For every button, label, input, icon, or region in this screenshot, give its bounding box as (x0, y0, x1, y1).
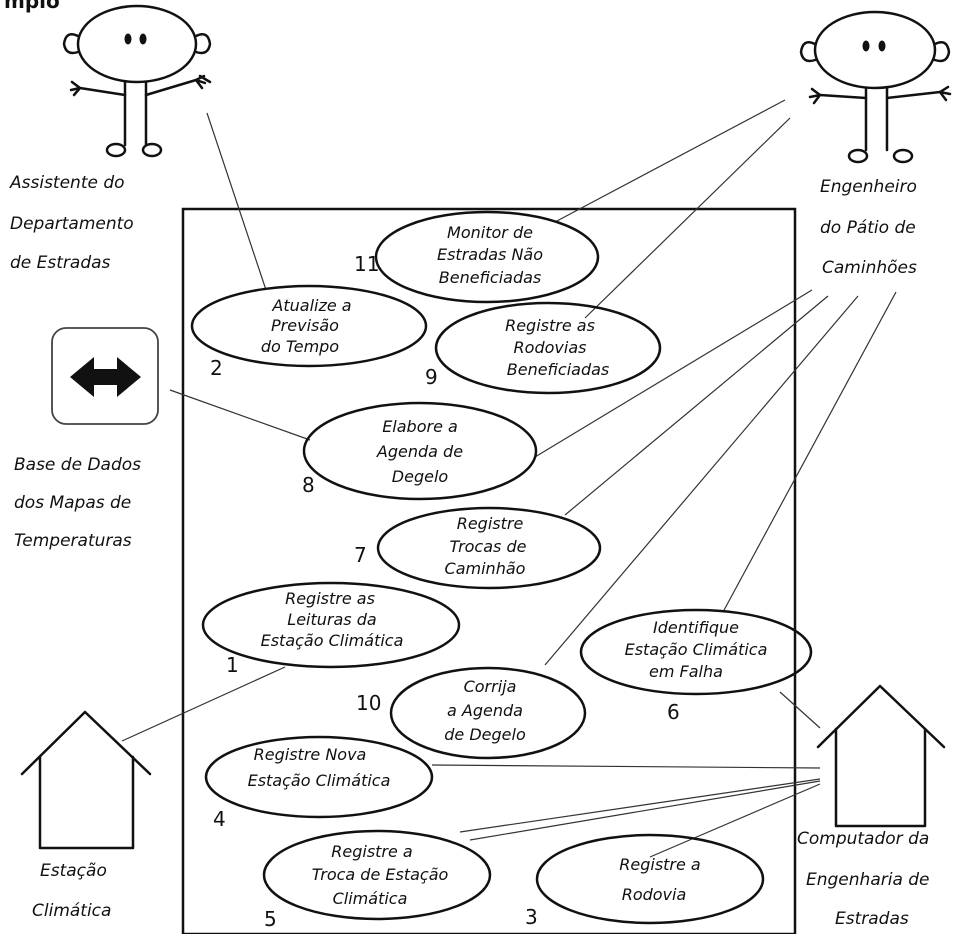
actor-label: Caminhões (822, 258, 917, 278)
actor-label: Base de Dados (14, 455, 141, 475)
use-case-label: do Tempo (261, 337, 339, 356)
use-case-number: 3 (525, 905, 538, 929)
actor-estacao-climatica: Estação Climática (20, 710, 152, 921)
use-case-label: Degelo (392, 467, 449, 486)
actor-label: de Estradas (10, 253, 111, 273)
system-boundary (181, 207, 797, 934)
use-case-label: Beneficiadas (507, 360, 609, 379)
stick-figure-icon (62, 4, 212, 158)
use-case-label: Registre as (505, 316, 595, 335)
actor-label: Estradas (835, 909, 909, 929)
association-lines (121, 99, 897, 858)
use-case-4: Registre Nova Estação Climática 4 (204, 735, 434, 831)
use-case-label: Beneficiadas (439, 268, 541, 287)
use-case-label: Leituras da (287, 610, 376, 629)
use-case-number: 11 (354, 252, 379, 276)
use-case-label: de Degelo (444, 725, 526, 744)
stick-figure-icon (799, 10, 952, 164)
use-case-label: Estação Climática (261, 631, 404, 650)
use-case-1: Registre as Leituras da Estação Climátic… (201, 581, 461, 677)
actor-label: Estação (40, 861, 107, 881)
use-case-label: Trocas de (450, 537, 527, 556)
use-case-9: Registre as Rodovias Beneficiadas 9 (425, 301, 662, 395)
actor-label: do Pátio de (820, 218, 916, 238)
actor-base-de-dados: Base de Dados dos Mapas de Temperaturas (14, 327, 159, 551)
use-case-2: Atualize a Previsão do Tempo 2 (190, 284, 428, 380)
use-case-label: Registre a (331, 842, 412, 861)
use-case-8: Elabore a Agenda de Degelo 8 (302, 401, 538, 501)
actor-label: Departamento (10, 214, 134, 234)
actor-label: Assistente do (9, 173, 125, 193)
actor-engenheiro: Engenheiro do Pátio de Caminhões (799, 10, 952, 278)
use-case-11: Monitor de Estradas Não Beneficiadas 11 (354, 210, 600, 304)
use-case-10: Corrija a Agenda de Degelo 10 (356, 666, 587, 760)
use-case-label: Previsão (271, 316, 339, 335)
use-case-label: Estação Climática (625, 640, 768, 659)
use-case-number: 5 (264, 907, 277, 931)
title-fragment: mplo (4, 0, 60, 13)
use-case-label: Identifique (653, 618, 739, 637)
actor-assistente: Assistente do Departamento de Estradas (9, 4, 212, 273)
use-case-label: Monitor de (447, 223, 533, 242)
actor-label: Temperaturas (14, 531, 132, 551)
use-case-number: 6 (667, 700, 680, 724)
house-icon (816, 684, 946, 828)
use-case-label: Caminhão (445, 559, 526, 578)
use-case-label: Elabore a (382, 417, 458, 436)
use-case-label: Registre as (285, 589, 375, 608)
use-case-number: 7 (354, 543, 367, 567)
double-arrow-icon (70, 357, 141, 397)
actor-computador: Computador da Engenharia de Estradas (797, 684, 946, 929)
use-case-label: Estradas Não (437, 245, 543, 264)
use-case-number: 9 (425, 365, 438, 389)
use-case-label: Registre Nova (254, 745, 367, 764)
use-case-label: Agenda de (376, 442, 463, 461)
use-case-label: Registre a (619, 855, 700, 874)
use-case-3: Registre a Rodovia 3 (525, 833, 765, 929)
actor-label: Computador da (797, 829, 929, 849)
use-case-label: Atualize a (271, 296, 351, 315)
actor-label: Engenheiro (820, 177, 917, 197)
actor-label: Climática (32, 901, 111, 921)
use-case-label: Registre (457, 514, 524, 533)
use-case-number: 4 (213, 807, 226, 831)
use-case-7: Registre Trocas de Caminhão 7 (354, 506, 602, 590)
use-case-label: Estação Climática (248, 771, 391, 790)
use-case-number: 10 (356, 691, 381, 715)
use-case-5: Registre a Troca de Estação Climática 5 (262, 829, 492, 931)
use-case-6: Identifique Estação Climática em Falha 6 (579, 608, 813, 724)
use-case-label: Rodovia (622, 885, 687, 904)
use-case-label: Corrija (464, 677, 517, 696)
use-case-label: em Falha (649, 662, 723, 681)
use-case-number: 2 (210, 356, 223, 380)
use-case-number: 1 (226, 653, 239, 677)
house-icon (20, 710, 152, 850)
use-case-label: Rodovias (514, 338, 587, 357)
use-case-label: a Agenda (447, 701, 523, 720)
actor-label: Engenharia de (806, 870, 930, 890)
use-case-label: Troca de Estação (312, 865, 449, 884)
use-case-label: Climática (333, 889, 408, 908)
use-case-number: 8 (302, 473, 315, 497)
actor-label: dos Mapas de (14, 493, 131, 513)
